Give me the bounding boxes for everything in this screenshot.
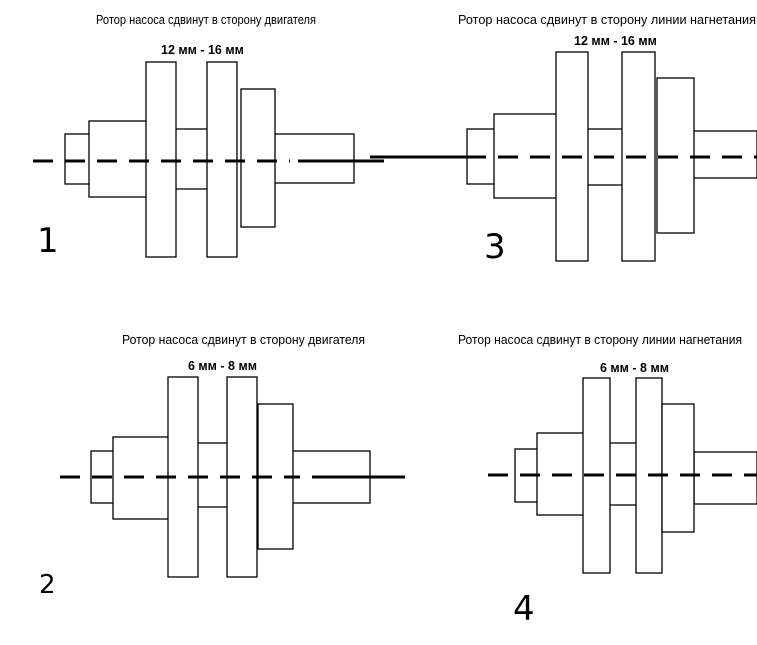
spacer <box>196 442 229 508</box>
panel-3: Ротор насоса сдвинут в сторону линии наг… <box>434 12 757 267</box>
panel-1: Ротор насоса сдвинут в сторону двигателя… <box>33 12 384 261</box>
panel-4: Ротор насоса сдвинут в сторону линии наг… <box>458 332 757 629</box>
panel-1-title: Ротор насоса сдвинут в сторону двигателя <box>96 12 316 27</box>
panel-1-rotor <box>33 61 384 258</box>
panel-2-title: Ротор насоса сдвинут в сторону двигателя <box>122 332 365 347</box>
panel-4-offset: 6 мм - 8 мм <box>600 361 669 375</box>
shaft-end <box>269 133 355 184</box>
panel-3-title: Ротор насоса сдвинут в сторону линии наг… <box>458 12 756 27</box>
panel-3-offset: 12 мм - 16 мм <box>574 34 657 48</box>
panel-2: Ротор насоса сдвинут в сторону двигателя… <box>39 332 405 600</box>
shaft-end <box>693 451 757 505</box>
panel-2-rotor <box>60 376 405 578</box>
panel-4-title: Ротор насоса сдвинут в сторону линии наг… <box>458 332 742 347</box>
panel-4-rotor <box>488 377 757 574</box>
shaft-end <box>689 130 757 179</box>
panel-4-number: 4 <box>513 589 535 629</box>
panel-3-rotor <box>434 51 757 262</box>
impeller-disc-3 <box>240 88 276 228</box>
panel-1-offset: 12 мм - 16 мм <box>161 43 244 57</box>
panel-3-number: 3 <box>484 227 506 267</box>
panel-2-number: 2 <box>39 570 56 600</box>
panel-2-offset: 6 мм - 8 мм <box>188 359 257 373</box>
shaft-step <box>64 133 92 185</box>
hub <box>88 120 148 198</box>
impeller-disc-3 <box>661 403 695 533</box>
spacer <box>174 128 209 190</box>
panel-1-number: 1 <box>37 221 59 261</box>
